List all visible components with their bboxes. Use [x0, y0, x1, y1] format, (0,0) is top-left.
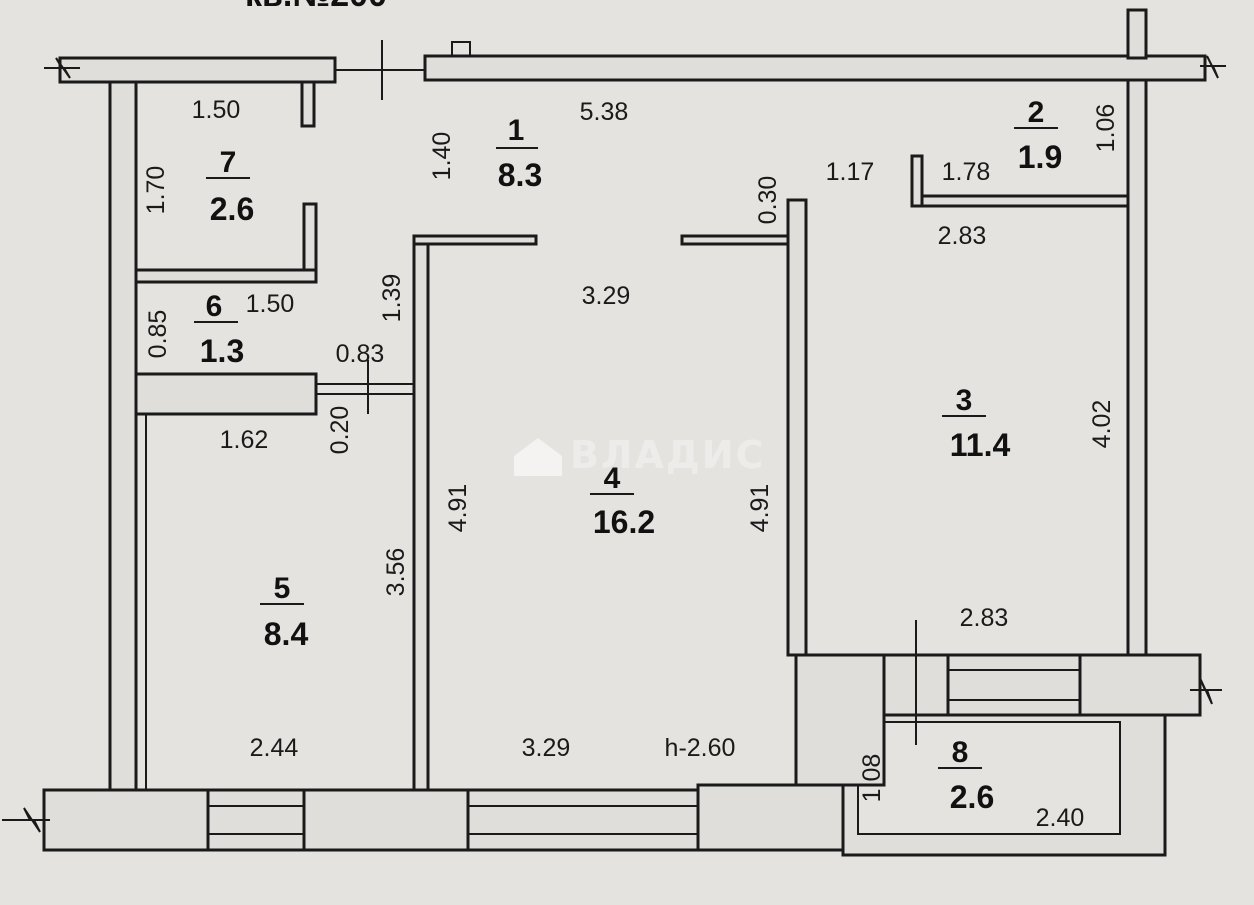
wall-room2-bottom	[910, 194, 1130, 208]
watermark: ВЛАДИС	[514, 433, 765, 477]
room-2-area: 1.9	[1018, 139, 1062, 175]
wall-room7-door-stub	[300, 80, 316, 128]
room-3-area: 11.4	[950, 427, 1011, 463]
room-1-number: 1	[508, 114, 525, 147]
ceiling-height: h-2.60	[665, 734, 736, 762]
bottom-wall-seg2	[302, 788, 470, 852]
wall-room4-top-left	[412, 234, 538, 246]
top-right-stub	[1126, 8, 1148, 60]
room-5-number: 5	[274, 572, 291, 605]
dim-wall-thickness: 0.30	[754, 176, 782, 225]
wall-room2-side	[910, 154, 924, 208]
wall-room6-bottom	[134, 372, 318, 416]
room-4-area: 16.2	[593, 504, 655, 540]
dim-door-width: 0.83	[336, 340, 385, 368]
room-2-number: 2	[1028, 96, 1045, 129]
break-mark-top-right	[1200, 55, 1226, 79]
room-7-area: 2.6	[210, 191, 254, 227]
room-4-number: 4	[604, 462, 621, 495]
top-wall-right	[423, 54, 1207, 82]
dim-room6-height: 0.85	[144, 310, 172, 359]
dim-hall-height: 1.40	[428, 132, 456, 181]
right-outer-wall	[1126, 78, 1148, 657]
balcony-floor	[857, 721, 1121, 835]
dim-room5-top-width: 1.62	[220, 426, 269, 454]
room-3-number: 3	[956, 384, 973, 417]
dim-room7-height: 1.70	[142, 166, 170, 215]
left-outer-wall	[108, 80, 138, 794]
balcony-wall-right	[1078, 653, 1202, 717]
apartment-number-fragment: кв.№200	[245, 0, 387, 14]
top-wall-left	[58, 56, 337, 84]
dim-room4-bottom-width: 3.29	[522, 734, 571, 762]
room-7-number: 7	[220, 146, 237, 179]
dim-room6-width: 1.50	[246, 290, 295, 318]
dim-room7-width: 1.50	[192, 96, 241, 124]
dim-room3-bottom-width: 2.83	[960, 604, 1009, 632]
wall-room4-top-right	[680, 234, 790, 246]
dim-room2-height: 1.06	[1092, 104, 1120, 153]
dim-room5-height: 3.56	[382, 548, 410, 597]
dim-hall-opening: 1.17	[826, 158, 875, 186]
break-mark-top-left	[44, 57, 80, 79]
break-mark-right	[1190, 677, 1222, 705]
dim-hall-length: 5.38	[580, 98, 629, 126]
room-6-number: 6	[206, 290, 223, 323]
bottom-wall-seg3	[696, 783, 845, 852]
dim-room3-height: 4.02	[1088, 400, 1116, 449]
dim-room4-left-height: 4.91	[444, 484, 472, 533]
dim-balcony-depth: 1.08	[858, 754, 886, 803]
window-room4	[466, 788, 700, 852]
wall-room4-room3	[786, 198, 808, 657]
room-6-area: 1.3	[200, 333, 244, 369]
watermark-text: ВЛАДИС	[570, 433, 765, 477]
wall-room7-bottom	[134, 268, 318, 284]
room-1-area: 8.3	[498, 157, 542, 193]
break-mark-bottom-left	[2, 807, 50, 833]
dim-room4-right-height: 4.91	[746, 484, 774, 533]
top-wall-mark	[451, 41, 471, 56]
window-room5	[206, 788, 306, 852]
dim-balcony-width: 2.40	[1036, 804, 1085, 832]
dim-door-gap: 0.20	[326, 406, 354, 455]
house-icon	[514, 438, 562, 476]
dim-room5-bottom-width: 2.44	[250, 734, 299, 762]
room-8-number: 8	[952, 736, 969, 769]
room-5-area: 8.4	[264, 616, 309, 652]
dim-room2-width: 1.78	[942, 158, 991, 186]
bottom-wall-seg1	[42, 788, 210, 852]
room-8-area: 2.6	[950, 779, 994, 815]
balcony-window	[946, 653, 1082, 717]
dim-room4-top-width: 3.29	[582, 282, 631, 310]
dim-room3-top-width: 2.83	[938, 222, 987, 250]
wall-room5-room4	[412, 236, 430, 792]
balcony-wall-left	[794, 653, 886, 787]
dim-corridor-height: 1.39	[378, 274, 406, 323]
